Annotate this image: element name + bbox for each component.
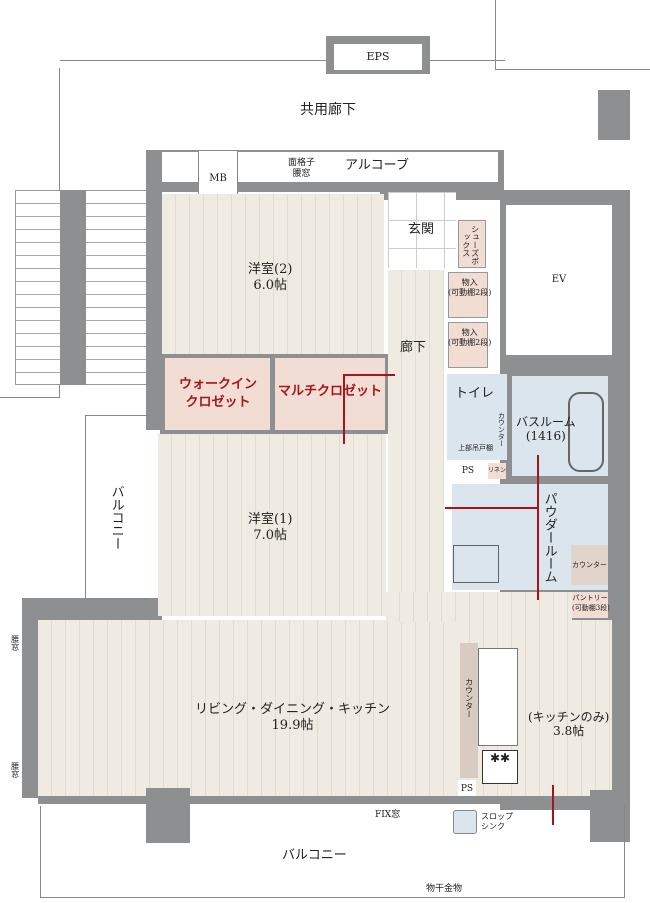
fix-window-label: FIX窓 (375, 810, 401, 820)
drying-hardware-label: 物干金物 (426, 884, 463, 894)
window-label-2: 腰窓 (10, 762, 20, 778)
corridor-outline (495, 0, 650, 70)
toilet (447, 374, 507, 460)
multi-closet-label: マルチクロゼット (278, 384, 383, 399)
kitchen-label: (キッチンのみ)3.8帖 (528, 710, 610, 739)
kitchen-area (386, 592, 572, 622)
exterior-wall (38, 796, 508, 804)
walk-in-closet (165, 358, 270, 430)
multi-closet (275, 358, 385, 430)
western-room-1 (158, 434, 386, 616)
pillar (598, 90, 630, 140)
walk-in-closet-label: ウォークインクロゼット (178, 377, 257, 410)
washing-machine (453, 545, 499, 583)
kitchen-sink (478, 648, 518, 746)
kitchen-counter-label: カウンター (464, 678, 474, 718)
elevator: EV (506, 205, 612, 355)
western-room-2 (162, 194, 384, 354)
ps-box-kitchen: PS (458, 780, 476, 798)
shoe-box-label: シューズボックス (461, 225, 480, 265)
western-room-1-label: 洋室(1)7.0帖 (248, 512, 293, 543)
side-balcony (85, 415, 150, 600)
airflow-arrow (552, 785, 554, 825)
stove: ✱✱ (482, 750, 518, 784)
storage-2 (448, 322, 488, 368)
airflow-arrow (343, 374, 345, 444)
toilet-cabinet-label: 上部吊戸棚 (458, 444, 493, 452)
living-dining-kitchen (38, 620, 458, 796)
slop-sink-label: スロップシンク (481, 812, 513, 831)
balcony-label: バルコニー (282, 848, 347, 863)
bathtub (568, 392, 604, 472)
toilet-label: トイレ (455, 386, 495, 401)
eps-label: EPS (334, 44, 422, 70)
alcove-label: アルコーブ (345, 158, 409, 173)
storage-1 (448, 272, 488, 318)
lattice-window-label: 面格子腰窓 (288, 158, 316, 179)
bathroom-label: バスルーム(1416) (516, 415, 576, 444)
window-label-1: 腰窓 (10, 635, 20, 651)
toilet-counter-label: カウンター (497, 412, 506, 447)
powder-room-label: パウダールーム (541, 492, 557, 583)
side-balcony-label: バルコニー (108, 485, 124, 550)
balcony (40, 806, 625, 898)
corridor-outline (60, 60, 505, 61)
hallway-label: 廊下 (400, 340, 427, 355)
stair-wall (60, 190, 86, 385)
pantry: パントリー(可動棚3段) (572, 592, 610, 618)
western-room-2-label: 洋室(2)6.0帖 (248, 262, 293, 293)
airflow-arrow (537, 455, 539, 600)
entrance-label: 玄関 (408, 222, 435, 237)
pillar (146, 788, 190, 843)
storage-1-label: 物入(可動棚2段) (448, 278, 492, 297)
airflow-arrow (343, 374, 395, 376)
hallway (388, 270, 444, 620)
exterior-wall (146, 150, 162, 430)
kitchen-counter (460, 643, 478, 778)
storage-2-label: 物入(可動棚2段) (448, 328, 492, 347)
linen-box: リネン (488, 463, 506, 479)
airflow-arrow (445, 507, 538, 509)
slop-sink (453, 810, 477, 834)
pillar (590, 790, 630, 842)
ps-box: PS (450, 463, 486, 479)
powder-counter: カウンター (571, 545, 608, 585)
common-corridor-label: 共用廊下 (300, 102, 356, 118)
entrance (388, 192, 456, 268)
shoe-box (458, 220, 486, 268)
